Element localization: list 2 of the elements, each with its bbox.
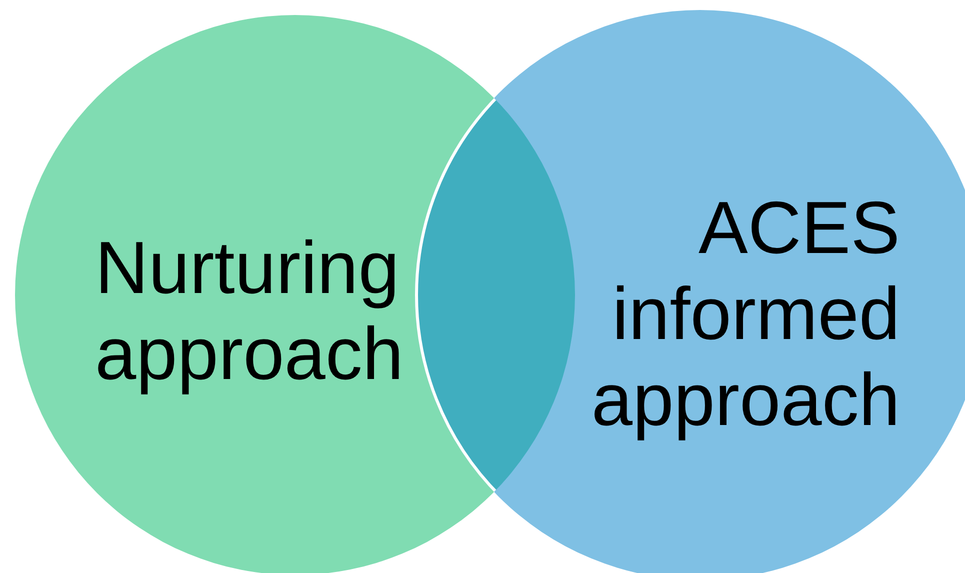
circle-label: Nurturing approach <box>95 225 405 397</box>
circle-label: ACES informed approach <box>590 185 900 443</box>
